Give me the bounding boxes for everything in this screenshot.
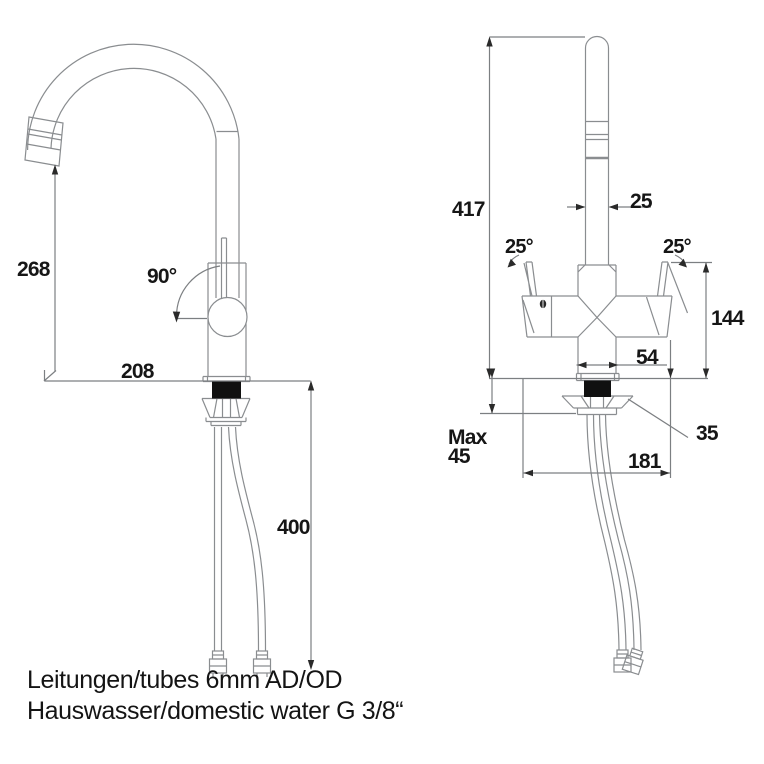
dim-flange-diameter: 35	[696, 422, 719, 445]
spout-outlet	[24, 116, 64, 167]
right-view-arrows	[486, 36, 710, 477]
dim-swivel-angle: 90°	[147, 265, 177, 288]
dim-max-counter-thickness: Max 45	[448, 426, 487, 468]
right-handle	[656, 261, 669, 297]
left-view-drawing	[24, 43, 272, 677]
tube-fitting-front-right	[621, 647, 644, 676]
dim-handle-angle-right: 25°	[663, 236, 692, 258]
right-view-dimensions	[480, 36, 712, 478]
max-value: 45	[448, 445, 471, 468]
left-view-arrows	[51, 164, 315, 670]
note-water-connection: Hauswasser/domestic water G 3/8“	[27, 697, 404, 725]
left-handle	[523, 261, 538, 297]
max-label: Max	[448, 426, 487, 449]
dim-reach: 208	[121, 360, 154, 383]
dim-hose-length: 400	[277, 516, 310, 539]
dim-body-height: 144	[711, 307, 744, 330]
dim-base-width: 54	[636, 346, 659, 369]
mounting-nut-black-left	[212, 381, 241, 399]
handle-knob	[207, 296, 248, 338]
tube-fitting-left	[208, 650, 228, 677]
dim-handle-angle-left: 25°	[505, 236, 534, 258]
tube-fitting-front-left	[613, 649, 632, 673]
right-view-drawing	[521, 35, 689, 676]
tube-fitting-right	[252, 650, 272, 677]
note-tubes: Leitungen/tubes 6mm AD/OD	[27, 666, 343, 694]
dim-spout-height: 268	[17, 258, 50, 281]
left-view-dimensions	[43, 169, 312, 667]
dim-total-height: 417	[452, 198, 485, 221]
dim-pipe-diameter: 25	[630, 190, 653, 213]
mounting-nut-black-right	[584, 380, 611, 397]
dim-tube-offset: 181	[628, 450, 661, 473]
